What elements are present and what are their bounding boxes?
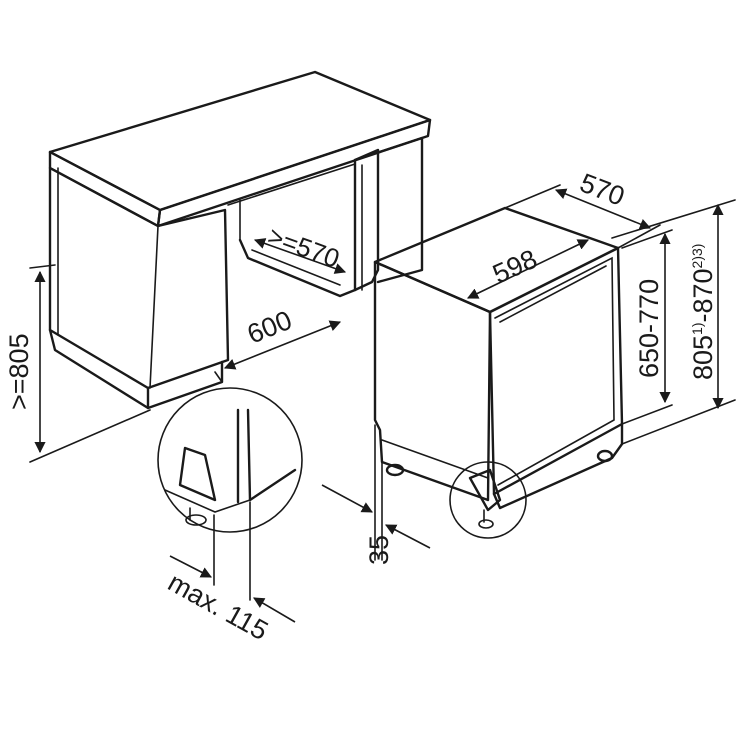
- label-appliance-width: 598: [488, 244, 541, 290]
- detail-zoom-circle: [157, 387, 303, 601]
- label-adjustable-height: 650-770: [634, 279, 664, 378]
- label-appliance-depth: 570: [576, 168, 629, 212]
- total-height-mid: -870: [688, 268, 718, 322]
- total-height-sup1: 1): [689, 322, 705, 334]
- kitchen-cabinet-unit: [48, 70, 432, 410]
- total-height-base: 805: [688, 335, 718, 380]
- dimension-lines: [29, 184, 736, 623]
- label-max-offset: max. 115: [163, 567, 273, 646]
- label-total-height: 8051)-8702)3): [688, 244, 718, 380]
- label-door-offset: 35: [364, 535, 394, 565]
- label-niche-width: >=570: [264, 220, 344, 273]
- label-min-cabinet-height: >=805: [4, 333, 34, 410]
- total-height-sup2: 2)3): [689, 244, 705, 269]
